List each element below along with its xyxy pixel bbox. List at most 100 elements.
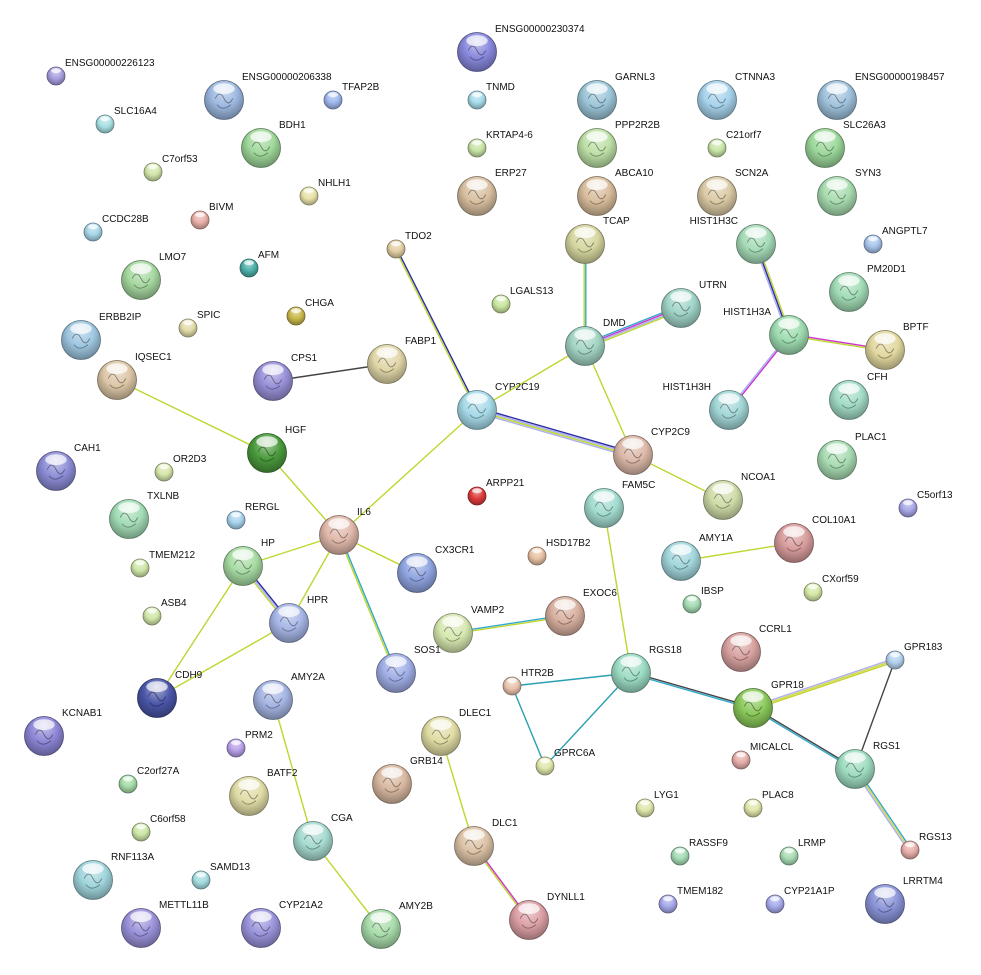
node-C6orf58[interactable]: C6orf58 [131,814,186,842]
node-HSD17B2[interactable]: HSD17B2 [527,538,591,566]
node-LMO7[interactable]: LMO7 [121,252,187,300]
node-AMY2B[interactable]: AMY2B [361,901,434,949]
node-GPR183[interactable]: GPR183 [885,642,943,670]
node-FAM5C[interactable]: FAM5C [584,480,656,528]
node-SYN3[interactable]: SYN3 [817,168,882,216]
node-RASSF9[interactable]: RASSF9 [670,838,728,866]
edge-AMY2A-CGA[interactable] [272,699,314,842]
node-GARNL3[interactable]: GARNL3 [577,72,656,120]
edge-GPR18-GPR183[interactable] [752,657,896,711]
node-UTRN[interactable]: UTRN [661,280,727,328]
node-SAMD13[interactable]: SAMD13 [191,862,250,890]
node-ERP27[interactable]: ERP27 [457,168,528,216]
node-IQSEC1[interactable]: IQSEC1 [97,352,173,400]
node-CYP21A1P[interactable]: CYP21A1P [765,886,835,914]
node-ENSG00000206338[interactable]: ENSG00000206338 [204,72,332,120]
node-VAMP2[interactable]: VAMP2 [433,605,505,653]
node-TNMD[interactable]: TNMD [467,82,515,110]
node-IBSP[interactable]: IBSP [682,586,724,614]
node-KCNAB1[interactable]: KCNAB1 [24,708,103,756]
node-LRRTM4[interactable]: LRRTM4 [865,876,944,924]
node-CDH9[interactable]: CDH9 [137,670,203,718]
node-TXLNB[interactable]: TXLNB [109,491,180,539]
node-LYG1[interactable]: LYG1 [635,790,679,818]
node-AMY2A[interactable]: AMY2A [253,672,326,720]
node-PLAC8[interactable]: PLAC8 [743,790,794,818]
node-BDH1[interactable]: BDH1 [241,120,307,168]
node-SPIC[interactable]: SPIC [178,310,220,338]
edge-TDO2-CYP2C19[interactable] [394,248,479,411]
node-ASB4[interactable]: ASB4 [142,598,187,626]
node-HIST1H3C[interactable]: HIST1H3C [690,216,776,264]
node-FABP1[interactable]: FABP1 [367,336,437,384]
node-OR2D3[interactable]: OR2D3 [154,454,207,482]
node-HIST1H3A[interactable]: HIST1H3A [723,307,809,355]
node-CHGA[interactable]: CHGA [286,298,334,326]
node-DLC1[interactable]: DLC1 [454,818,519,866]
node-LRMP[interactable]: LRMP [779,838,826,866]
node-HP[interactable]: HP [223,538,276,586]
node-CCDC28B[interactable]: CCDC28B [83,214,149,242]
node-ABCA10[interactable]: ABCA10 [577,168,654,216]
node-CYP21A2[interactable]: CYP21A2 [241,900,324,948]
edge-HTR2B-GPRC6A[interactable] [511,685,546,767]
node-LGALS13[interactable]: LGALS13 [491,286,554,314]
node-RGS1[interactable]: RGS1 [835,741,901,789]
node-METTL11B[interactable]: METTL11B [121,900,210,948]
edge-CYP2C19-CYP2C9[interactable] [476,407,634,458]
node-SOS1[interactable]: SOS1 [376,645,442,693]
node-PPP2R2B[interactable]: PPP2R2B [577,120,661,168]
node-HPR[interactable]: HPR [269,595,329,643]
node-CPS1[interactable]: CPS1 [253,353,318,401]
edge-RGS18-GPRC6A[interactable] [544,672,632,767]
node-C5orf13[interactable]: C5orf13 [898,490,953,518]
node-CAH1[interactable]: CAH1 [36,443,102,491]
edge-RGS18-HTR2B[interactable] [511,672,632,687]
node-BIVM[interactable]: BIVM [190,202,233,230]
node-CGA[interactable]: CGA [293,813,354,861]
node-NHLH1[interactable]: NHLH1 [299,178,351,206]
node-TDO2[interactable]: TDO2 [386,231,432,259]
node-ENSG00000198457[interactable]: ENSG00000198457 [817,72,945,120]
node-CFH[interactable]: CFH [829,372,888,420]
node-HIST1H3H[interactable]: HIST1H3H [663,382,749,430]
node-KRTAP4-6[interactable]: KRTAP4-6 [467,130,533,158]
node-BATF2[interactable]: BATF2 [229,768,298,816]
node-CTNNA3[interactable]: CTNNA3 [697,72,776,120]
node-PM20D1[interactable]: PM20D1 [829,264,907,312]
node-CCRL1[interactable]: CCRL1 [721,624,793,672]
node-GPR18[interactable]: GPR18 [733,680,805,728]
node-TMEM182[interactable]: TMEM182 [658,886,724,914]
node-ENSG00000226123[interactable]: ENSG00000226123 [46,58,155,86]
node-RGS13[interactable]: RGS13 [900,832,952,860]
node-C21orf7[interactable]: C21orf7 [707,130,762,158]
node-GRB14[interactable]: GRB14 [372,756,444,804]
node-CYP2C9[interactable]: CYP2C9 [613,427,691,475]
edge-DMD-CYP2C19[interactable] [476,345,586,411]
node-GPRC6A[interactable]: GPRC6A [535,748,595,776]
edge-IQSEC1-HGF[interactable] [116,379,268,454]
node-DMD[interactable]: DMD [565,318,626,366]
node-C2orf27A[interactable]: C2orf27A [118,766,180,794]
node-ANGPTL7[interactable]: ANGPTL7 [863,226,928,254]
node-IL6[interactable]: IL6 [319,507,372,555]
node-ARPP21[interactable]: ARPP21 [467,478,525,506]
node-AMY1A[interactable]: AMY1A [661,533,734,581]
node-CXorf59[interactable]: CXorf59 [803,574,859,602]
node-HTR2B[interactable]: HTR2B [502,668,554,696]
node-TFAP2B[interactable]: TFAP2B [323,82,380,110]
node-CX3CR1[interactable]: CX3CR1 [397,545,475,593]
node-SLC26A3[interactable]: SLC26A3 [805,120,887,168]
edge-RGS18-GPR18[interactable] [630,671,754,710]
node-RNF113A[interactable]: RNF113A [73,852,155,900]
node-DLEC1[interactable]: DLEC1 [421,708,492,756]
node-RERGL[interactable]: RERGL [226,502,280,530]
edge-HPR-CDH9[interactable] [156,622,290,699]
node-EXOC6[interactable]: EXOC6 [545,588,618,636]
node-PRM2[interactable]: PRM2 [226,730,273,758]
node-PLAC1[interactable]: PLAC1 [817,432,888,480]
node-DYNLL1[interactable]: DYNLL1 [509,892,586,940]
node-MICALCL[interactable]: MICALCL [731,742,794,770]
edge-HP-CDH9[interactable] [156,565,244,699]
node-NCOA1[interactable]: NCOA1 [703,472,776,520]
